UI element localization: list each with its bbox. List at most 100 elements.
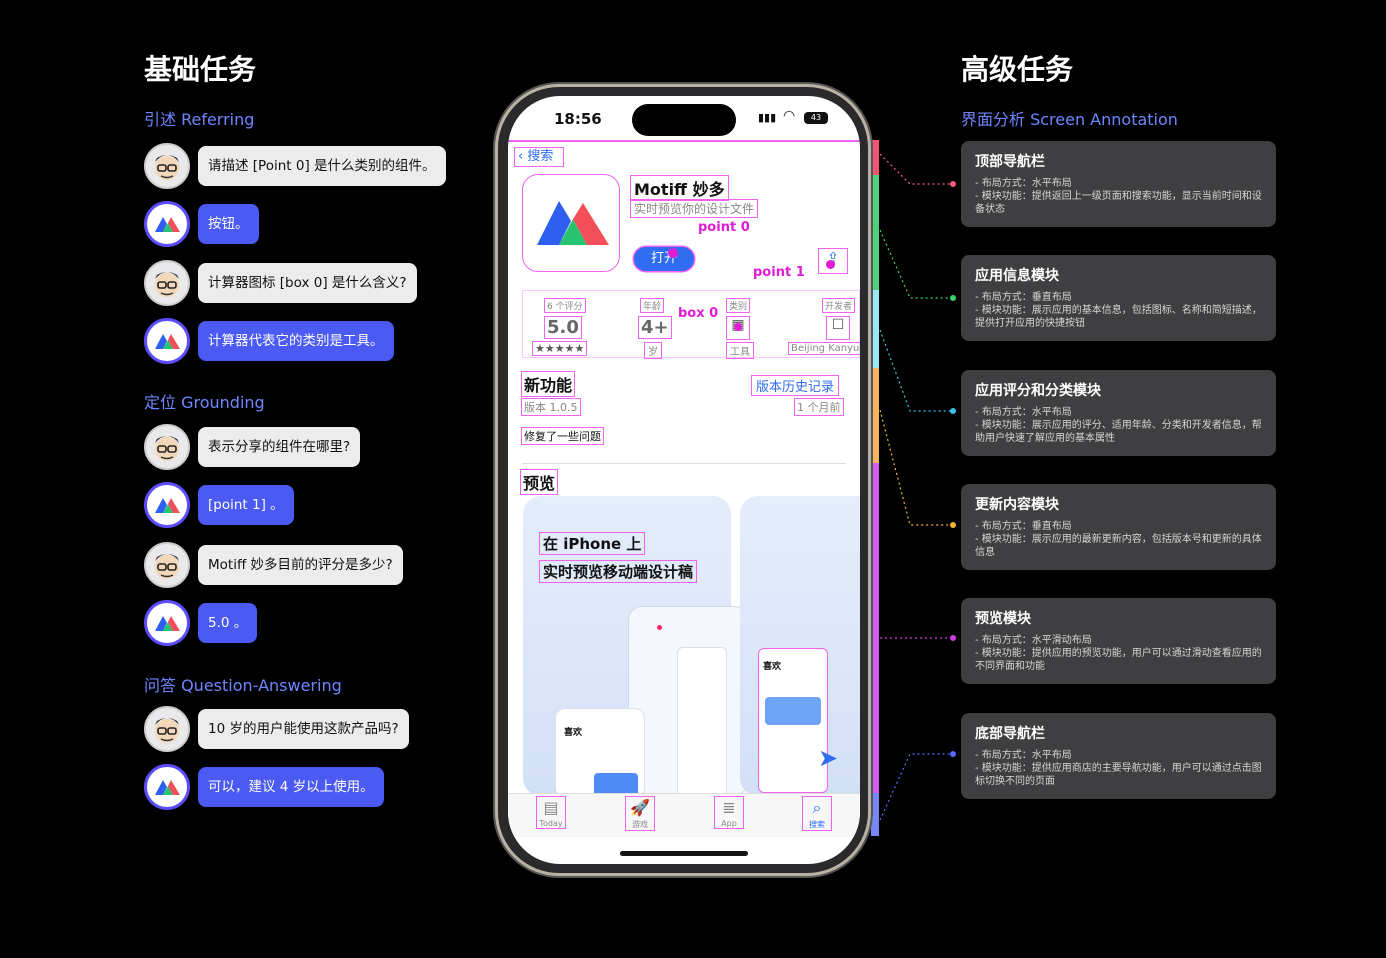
update-notes: 修复了一些问题 xyxy=(521,427,604,445)
card-title: 应用信息模块 xyxy=(975,268,1059,284)
assistant-message: 计算器代表它的类别是工具。 xyxy=(144,318,394,364)
card-line: - 模块功能：提供返回上一级页面和搜索功能，显示当前时间和设备状态 xyxy=(975,191,1262,215)
new-features-title: 新功能 xyxy=(521,371,576,397)
back-search-button[interactable]: ‹ 搜索 xyxy=(514,147,564,167)
question-bubble: 计算器图标 [box 0] 是什么含义? xyxy=(198,263,417,303)
card-line: - 模块功能：展示应用的最新更新内容，包括版本号和更新的具体信息 xyxy=(975,534,1262,558)
home-indicator xyxy=(620,851,748,856)
card-title: 底部导航栏 xyxy=(975,726,1045,742)
wifi-icon: ◠ xyxy=(783,108,796,124)
age-value: 4+ xyxy=(638,316,672,339)
card-line: - 布局方式：垂直布局 xyxy=(975,521,1072,532)
category-label: 类别 xyxy=(726,298,751,313)
user-avatar xyxy=(144,542,190,588)
user-message: 表示分享的组件在哪里? xyxy=(144,424,361,470)
motiff-avatar xyxy=(144,201,190,247)
connector-rating xyxy=(879,329,952,412)
point1-marker xyxy=(826,260,835,269)
open-button[interactable]: 打开 xyxy=(634,247,694,271)
user-message: 请描述 [Point 0] 是什么类别的组件。 xyxy=(144,143,446,189)
question-bubble: 10 岁的用户能使用这款产品吗? xyxy=(198,709,409,749)
stack-icon: ≣ xyxy=(722,798,736,817)
cursor-icon: ➤ xyxy=(818,744,839,772)
dynamic-island xyxy=(632,104,736,136)
version-number: 版本 1.0.5 xyxy=(521,398,581,416)
question-bubble: Motiff 妙多目前的评分是多少? xyxy=(198,545,403,585)
update-time: 1 个月前 xyxy=(794,398,844,416)
user-message: Motiff 妙多目前的评分是多少? xyxy=(144,542,403,588)
card-title: 更新内容模块 xyxy=(975,497,1059,513)
mock-phone: 喜欢 xyxy=(555,708,645,799)
box0-label: box 0 xyxy=(678,306,719,321)
rocket-icon: 🚀 xyxy=(630,798,650,817)
motiff-avatar xyxy=(144,482,190,528)
card-line: - 模块功能：展示应用的评分、适用年龄、分类和开发者信息，帮助用户快速了解应用的… xyxy=(975,420,1262,444)
document-icon: ▤ xyxy=(543,798,559,817)
signal-icon: ▮▮▮ xyxy=(758,111,777,124)
tab-games[interactable]: 🚀 游戏 xyxy=(625,796,655,831)
motiff-logo-icon xyxy=(537,201,609,245)
ratings-count: 6 个评分 xyxy=(544,298,586,313)
stripe-preview xyxy=(871,463,879,793)
tab-label: Today xyxy=(539,819,563,828)
connector-bottom-nav xyxy=(879,753,952,821)
rating-stars: ★★★★★ xyxy=(532,341,588,356)
assistant-message: 可以，建议 4 岁以上使用。 xyxy=(144,764,384,810)
stripe-top-nav xyxy=(871,140,879,175)
tab-search[interactable]: ⌕搜索 xyxy=(802,796,832,831)
point0-marker xyxy=(668,248,678,258)
answer-bubble: 5.0 。 xyxy=(198,603,258,643)
card-line: - 布局方式：水平布局 xyxy=(975,750,1072,761)
connector-update xyxy=(879,409,952,526)
answer-bubble: 可以，建议 4 岁以上使用。 xyxy=(198,767,384,807)
developer-label: 开发者 xyxy=(822,298,856,313)
question-bubble: 请描述 [Point 0] 是什么类别的组件。 xyxy=(198,146,446,186)
preview-title: 预览 xyxy=(520,469,559,495)
user-avatar xyxy=(144,260,190,306)
card-line: - 布局方式：垂直布局 xyxy=(975,292,1072,303)
card-line: - 布局方式：水平滑动布局 xyxy=(975,635,1092,646)
user-avatar xyxy=(144,143,190,189)
screenshot-caption-2: 实时预览移动端设计稿 xyxy=(539,560,698,583)
version-history-link[interactable]: 版本历史记录 xyxy=(751,375,840,396)
annotation-card: 顶部导航栏- 布局方式：水平布局- 模块功能：提供返回上一级页面和搜索功能，显示… xyxy=(961,141,1276,227)
card-line: - 模块功能：提供应用的预览功能，用户可以通过滑动查看应用的不同界面和功能 xyxy=(975,648,1262,672)
preview-screenshot-1[interactable]: 在 iPhone 上 实时预览移动端设计稿 喜欢 xyxy=(523,496,748,799)
category-value: 工具 xyxy=(726,342,754,359)
user-message: 10 岁的用户能使用这款产品吗? xyxy=(144,706,409,752)
battery-icon: 43 xyxy=(804,112,828,124)
user-avatar xyxy=(144,424,190,470)
tab-bar xyxy=(508,793,860,837)
card-line: - 布局方式：水平布局 xyxy=(975,178,1072,189)
stripe-update xyxy=(871,368,879,463)
connector-top-nav xyxy=(879,153,952,185)
card-title: 应用评分和分类模块 xyxy=(975,383,1101,399)
referring-heading: 引述 Referring xyxy=(144,110,255,129)
developer-icon: ☐ xyxy=(826,316,850,340)
answer-bubble: 按钮。 xyxy=(198,204,259,244)
screenshot-caption-1: 在 iPhone 上 xyxy=(539,532,646,555)
app-subtitle: 实时预览你的设计文件 xyxy=(630,199,759,218)
search-icon: ⌕ xyxy=(812,798,822,817)
age-label: 年龄 xyxy=(640,298,665,313)
stripe-rating xyxy=(871,290,879,368)
stripe-app-info xyxy=(871,175,879,290)
motiff-avatar xyxy=(144,318,190,364)
basic-tasks-title: 基础任务 xyxy=(144,53,257,86)
annotation-card: 底部导航栏- 布局方式：水平布局- 模块功能：提供应用商店的主要导航功能，用户可… xyxy=(961,713,1276,799)
annotation-card: 更新内容模块 - 布局方式：垂直布局 - 模块功能：展示应用的最新更新内容，包括版本… xyxy=(961,484,1276,570)
annotation-card: 预览模块- 布局方式：水平滑动布局- 模块功能：提供应用的预览功能，用户可以通过… xyxy=(961,598,1276,684)
annotation-card: 应用信息模块- 布局方式：垂直布局- 模块功能：展示应用的基本信息，包括图标、名… xyxy=(961,255,1276,341)
assistant-message: 5.0 。 xyxy=(144,600,258,646)
tab-label: 游戏 xyxy=(632,820,648,829)
motiff-avatar xyxy=(144,600,190,646)
screen-annotation-heading: 界面分析 Screen Annotation xyxy=(961,110,1178,129)
phone-screen: 18:56 ▮▮▮ ◠ 43 ‹ 搜索 Motiff 妙多 实时预览你的设计文件… xyxy=(508,96,860,864)
motiff-avatar xyxy=(144,764,190,810)
tab-today[interactable]: ▤ Today xyxy=(536,796,566,829)
connector-lines xyxy=(879,153,956,821)
user-avatar xyxy=(144,706,190,752)
tab-app[interactable]: ≣App xyxy=(714,796,744,829)
preview-screenshot-2[interactable]: 喜欢 ➤ xyxy=(740,496,860,796)
grounding-heading: 定位 Grounding xyxy=(144,393,265,412)
